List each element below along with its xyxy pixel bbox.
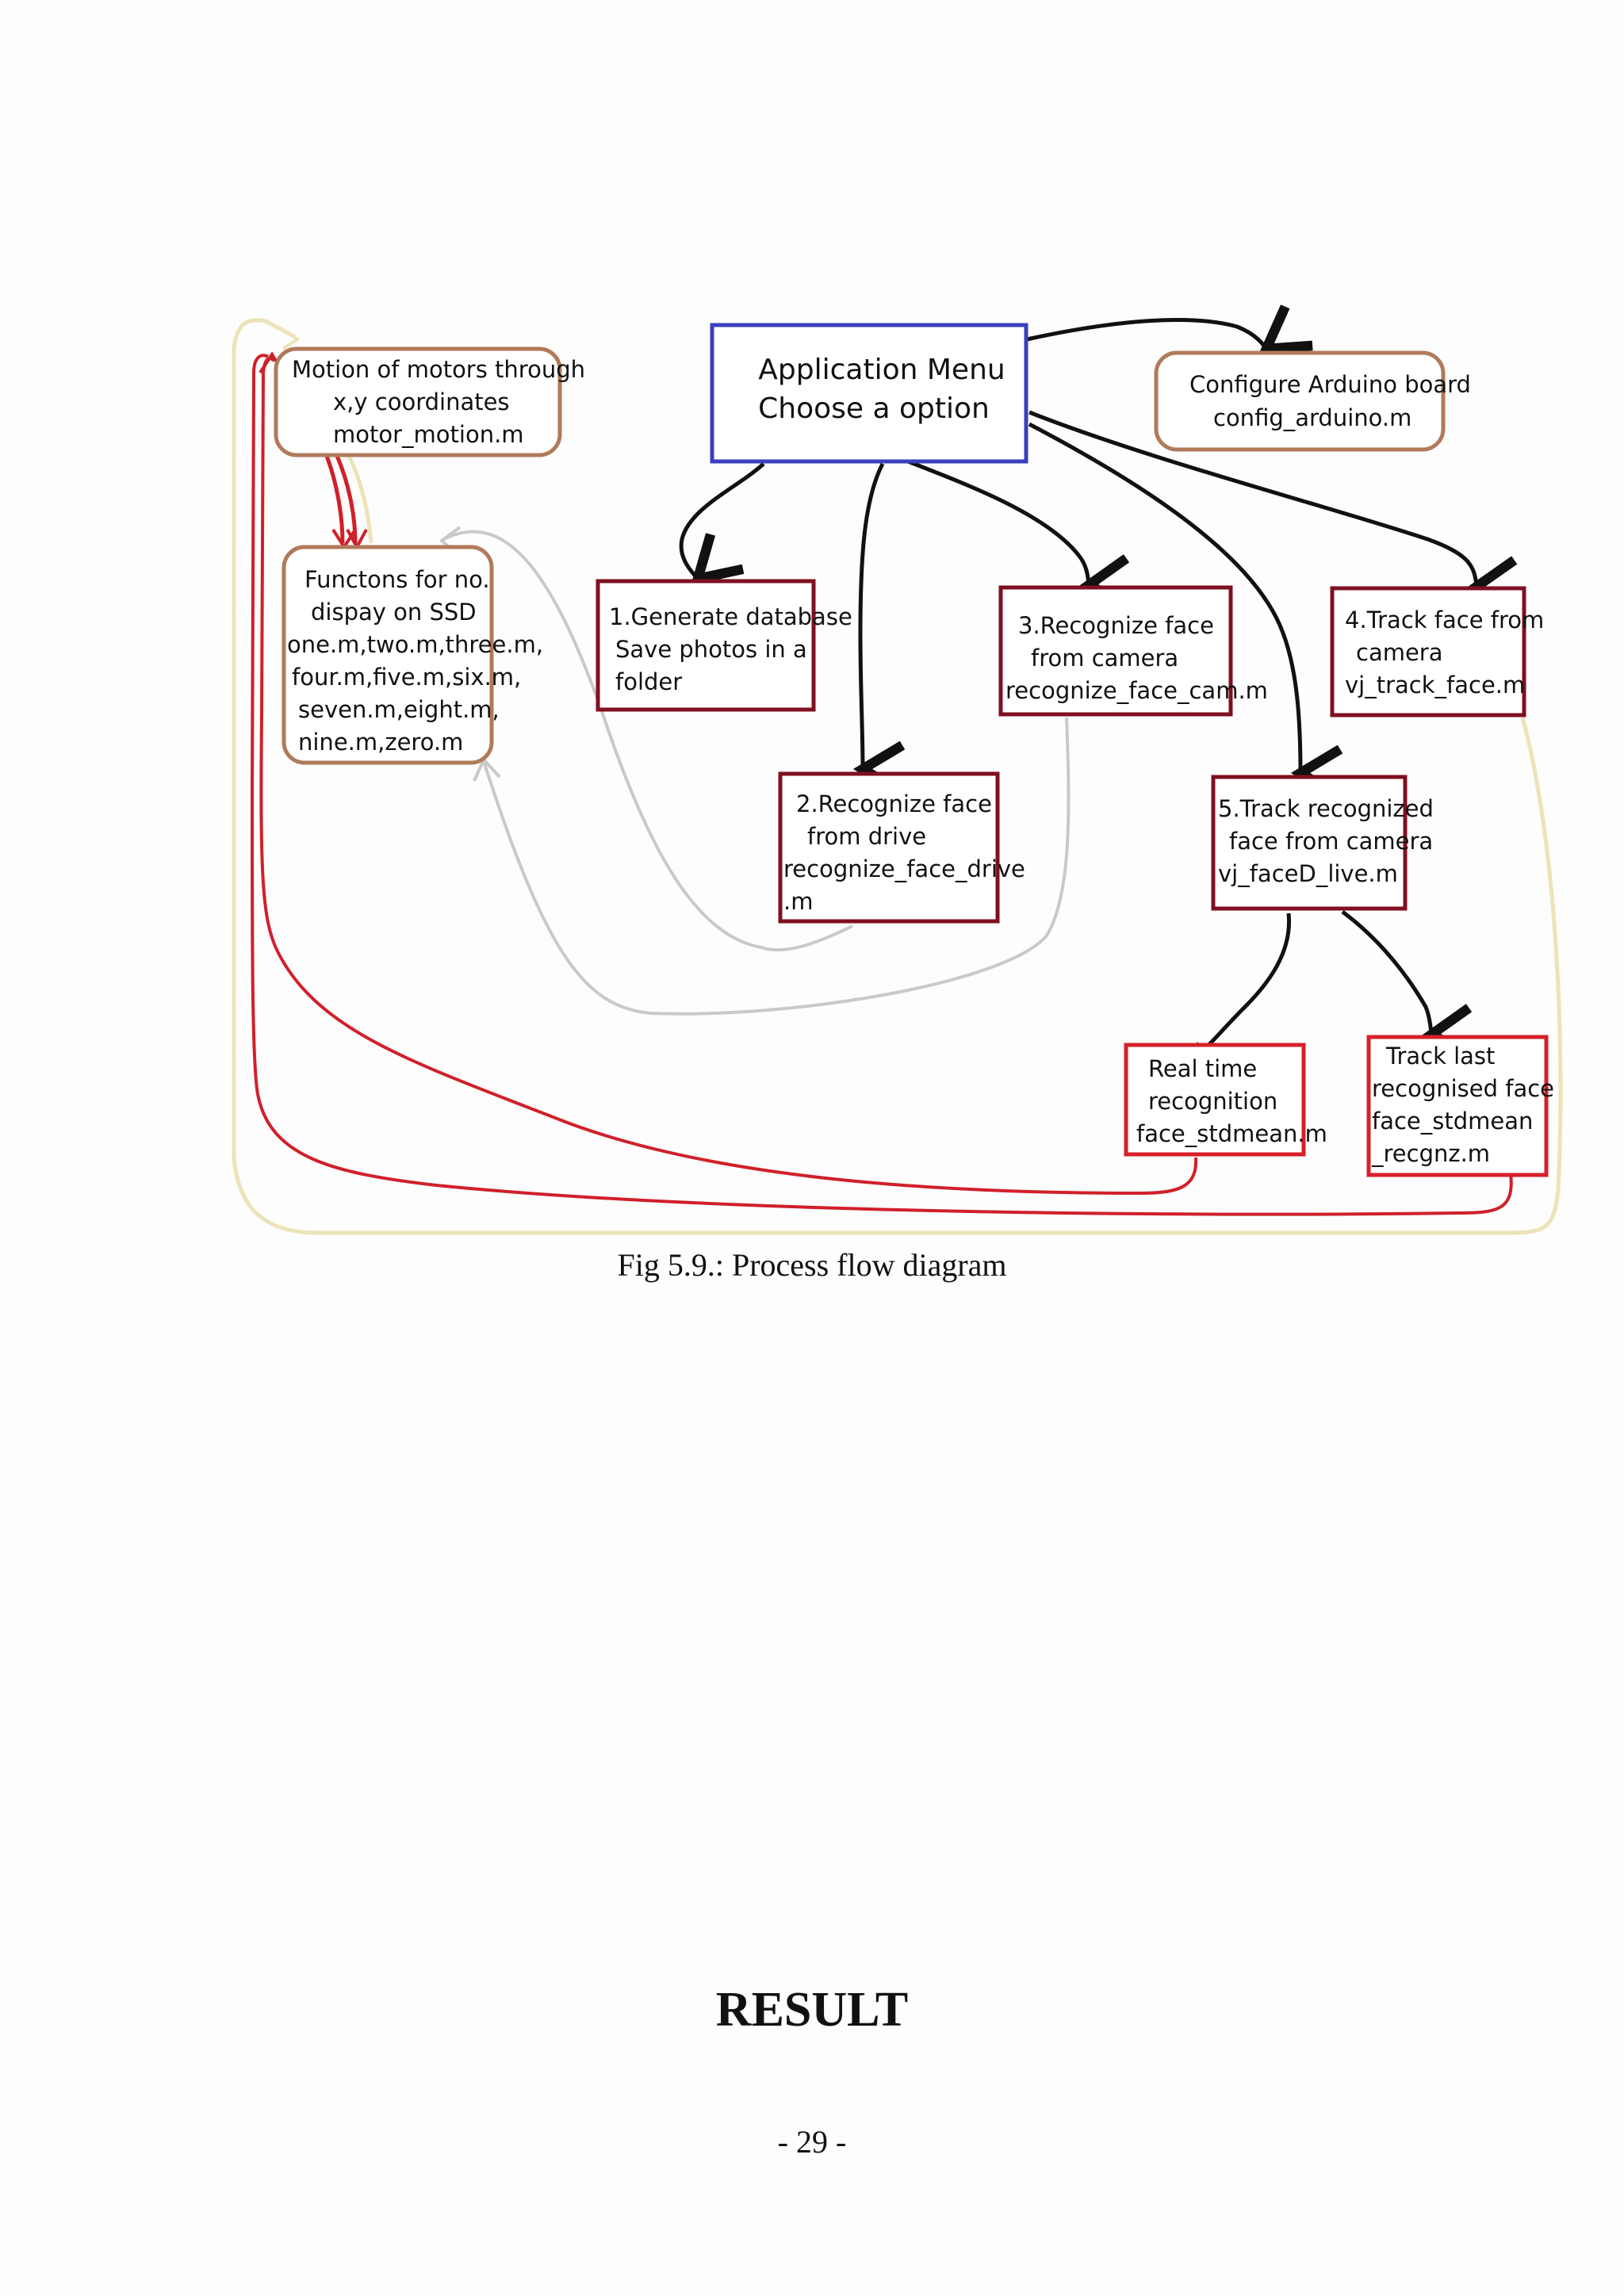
recognize-camera-node: 3.Recognize face from camera recognize_f… — [998, 585, 1268, 717]
generate-line-3: folder — [615, 668, 682, 695]
configure-arduino-node: Configure Arduino board config_arduino.m — [1154, 350, 1471, 452]
realtime-recognition-node: Real time recognition face_stdmean.m — [1124, 1043, 1327, 1157]
red-arrow-motor-functions-2 — [335, 455, 358, 544]
track-last-node: Track last recognised face face_stdmean … — [1366, 1035, 1554, 1177]
menu-line-1: Application Menu — [758, 354, 1005, 386]
ssd-functions-node: Functons for no. dispay on SSD one.m,two… — [282, 545, 543, 765]
figure-caption: Fig 5.9.: Process flow diagram — [617, 1247, 1007, 1283]
camera-line-1: 3.Recognize face — [1018, 612, 1214, 639]
track-line-1: 4.Track face from — [1345, 607, 1544, 633]
beige-arrowhead — [280, 327, 301, 350]
tracklast-line-1: Track last — [1385, 1043, 1495, 1070]
motor-line-3: motor_motion.m — [333, 421, 524, 448]
realtime-line-1: Real time — [1148, 1055, 1257, 1082]
functions-line-3: one.m,two.m,three.m, — [287, 631, 543, 658]
tracklast-line-2: recognised face — [1372, 1075, 1554, 1102]
realtime-line-2: recognition — [1148, 1088, 1277, 1115]
application-menu-node: Application Menu Choose a option — [710, 323, 1028, 464]
camera-line-3: recognize_face_cam.m — [1005, 677, 1268, 704]
arrow-menu-configure — [1026, 320, 1266, 349]
drive-line-4: .m — [783, 888, 813, 915]
functions-line-1: Functons for no. — [304, 566, 490, 593]
red-arrow-realtime — [259, 357, 1198, 1196]
functions-line-5: seven.m,eight.m, — [298, 696, 500, 723]
arrow-trackrec-tracklast — [1341, 909, 1431, 1035]
beige-arrow-motor-functions — [347, 454, 373, 544]
section-heading: RESULT — [715, 1983, 909, 2037]
red-arrow-tracklast — [250, 354, 1513, 1216]
configure-line-2: config_arduino.m — [1213, 404, 1411, 431]
track-recognized-node: 5.Track recognized face from camera vj_f… — [1211, 775, 1434, 911]
track-face-node: 4.Track face from camera vj_track_face.m — [1330, 586, 1544, 718]
page-number: - 29 - — [777, 2124, 847, 2160]
motor-motion-node: Motion of motors through x,y coordinates… — [274, 346, 585, 457]
arrow-menu-drive — [860, 462, 883, 769]
tracklast-line-4: _recgnz.m — [1371, 1140, 1490, 1167]
arrow-menu-camera — [907, 459, 1089, 585]
beige-loop-arrow — [232, 318, 1563, 1235]
track-line-3: vj_track_face.m — [1345, 672, 1525, 698]
functions-line-6: nine.m,zero.m — [298, 729, 463, 756]
red-arrow-motor-functions-1 — [324, 455, 345, 544]
gray-arrow-drive — [443, 530, 853, 952]
red-arrowheads-functions — [331, 528, 368, 551]
track-recognized-line-2: face from camera — [1229, 828, 1433, 855]
functions-line-4: four.m,five.m,six.m, — [292, 664, 521, 691]
track-line-2: camera — [1356, 639, 1443, 666]
drive-line-1: 2.Recognize face — [796, 790, 992, 817]
generate-line-1: 1.Generate database — [609, 603, 852, 630]
generate-line-2: Save photos in a — [615, 636, 807, 663]
arrow-trackrec-realtime — [1201, 913, 1292, 1050]
recognize-drive-node: 2.Recognize face from drive recognize_fa… — [778, 771, 1025, 924]
gray-arrow-camera — [482, 717, 1071, 1016]
motor-line-2: x,y coordinates — [333, 388, 510, 415]
configure-line-1: Configure Arduino board — [1189, 371, 1471, 398]
drive-line-2: from drive — [807, 823, 926, 850]
tracklast-line-3: face_stdmean — [1372, 1108, 1533, 1135]
arrow-menu-generate — [679, 462, 765, 579]
camera-line-2: from camera — [1031, 645, 1178, 672]
functions-line-2: dispay on SSD — [311, 599, 477, 626]
realtime-line-3: face_stdmean.m — [1136, 1120, 1327, 1147]
arrow-menu-track-recognized — [1028, 422, 1300, 773]
menu-line-2: Choose a option — [758, 392, 990, 425]
generate-database-node: 1.Generate database Save photos in a fol… — [596, 579, 852, 712]
track-recognized-line-3: vj_faceD_live.m — [1218, 860, 1398, 887]
drive-line-3: recognize_face_drive — [783, 855, 1025, 882]
arrow-menu-track — [1028, 410, 1477, 587]
motor-line-1: Motion of motors through — [292, 356, 585, 383]
track-recognized-line-1: 5.Track recognized — [1218, 795, 1434, 822]
